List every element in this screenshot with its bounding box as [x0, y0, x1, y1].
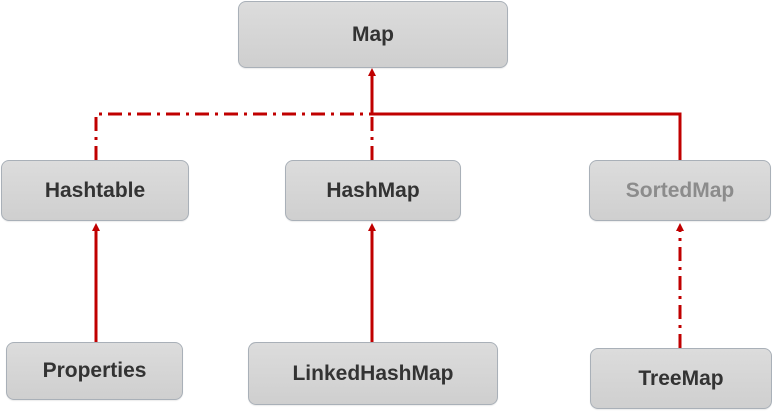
node-treemap: TreeMap — [590, 348, 772, 409]
node-map: Map — [238, 1, 508, 68]
node-properties: Properties — [6, 342, 183, 400]
edge-hashtable-to-map — [94, 112, 372, 160]
node-hashmap: HashMap — [285, 160, 461, 221]
node-hashtable: Hashtable — [1, 160, 189, 221]
node-sortedmap: SortedMap — [589, 160, 771, 221]
edge-sortedmap-to-map — [372, 112, 682, 160]
node-linkedhashmap: LinkedHashMap — [248, 342, 498, 405]
